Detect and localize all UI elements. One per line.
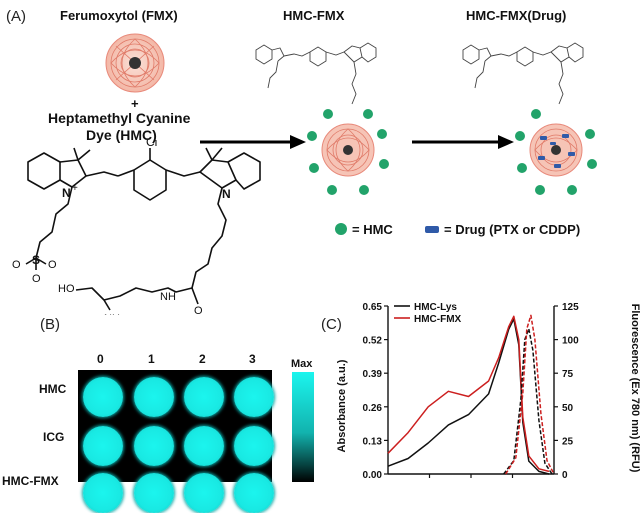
hmc-fmx-title: HMC-FMX — [283, 8, 345, 23]
series-hmc-fmx-fluorescence — [505, 314, 555, 475]
well-hmc-fmx-3 — [234, 473, 274, 513]
hmc-small-structure-2 — [462, 42, 584, 105]
y-tick-label: 0.13 — [363, 436, 383, 447]
well-icg-0 — [83, 426, 123, 466]
amine-label: NH2 — [104, 313, 125, 315]
column-label-0: 0 — [97, 352, 104, 366]
fmx-nanoparticle — [105, 33, 165, 93]
fluorescence-plate — [78, 370, 274, 513]
well-hmc-fmx-1 — [134, 473, 174, 513]
legend-entry: HMC-Lys — [414, 302, 457, 313]
y2-tick-label: 0 — [562, 470, 568, 481]
y-tick-label: 0.26 — [363, 403, 383, 414]
y2-tick-label: 125 — [562, 302, 579, 313]
y2-tick-label: 100 — [562, 336, 579, 347]
hmc-fmx-drug-nanoparticle — [515, 109, 597, 195]
hmc-lys-structure: Cl N + N S O O O O HO NH NH2 — [12, 140, 261, 315]
hmc-fmx-drug-title: HMC-FMX(Drug) — [466, 8, 567, 23]
arrow-right-1 — [200, 135, 306, 149]
oxygen-label-2: O — [48, 259, 57, 271]
arrow-right-2 — [412, 135, 514, 149]
nitrogen-plus-label: N — [62, 186, 71, 200]
fmx-core — [129, 57, 141, 69]
series-hmc-lys-fluorescence — [503, 328, 553, 475]
series-hmc-lys-absorbance — [387, 318, 550, 475]
y-tick-label: 0.52 — [363, 336, 383, 347]
legend-hmc-label: = HMC — [352, 222, 393, 237]
y-tick-label: 0.65 — [363, 302, 383, 313]
series-hmc-fmx-absorbance — [387, 315, 550, 473]
y-tick-label: 0.00 — [363, 470, 383, 481]
oxygen-label-4: O — [194, 305, 203, 315]
chart-axes: 0.00 0 0.13 25 0.26 50 0.39 75 0.52 100 0.65 125 — [363, 302, 580, 481]
hmc-dots — [307, 109, 389, 195]
hmc-small-structure-1 — [255, 42, 377, 105]
row-label-hmc-fmx: HMC-FMX — [2, 474, 59, 488]
y2-tick-label: 25 — [562, 436, 574, 447]
y2-tick-label: 75 — [562, 369, 574, 380]
well-hmc-3 — [234, 377, 274, 417]
amide-nh-label: NH — [160, 291, 176, 303]
well-icg-2 — [184, 426, 224, 466]
legend-hmc-swatch — [335, 223, 347, 235]
row-label-icg: ICG — [43, 430, 65, 444]
dye-name-line1: Heptamethyl Cyanine — [48, 110, 191, 126]
well-hmc-1 — [134, 377, 174, 417]
spectra-chart: 0.00 0 0.13 25 0.26 50 0.39 75 0.52 100 0.65 125 HM… — [336, 302, 641, 481]
panel-a-label: (A) — [6, 8, 26, 25]
well-icg-1 — [134, 426, 174, 466]
panel-b-label: (B) — [40, 316, 60, 333]
column-label-1: 1 — [148, 352, 155, 366]
color-scale-max-label: Max — [291, 358, 313, 370]
chart-series — [387, 314, 555, 475]
sulfur-label: S — [32, 253, 40, 267]
y-tick-label: 0.39 — [363, 369, 383, 380]
well-icg-3 — [234, 426, 274, 466]
oxygen-label-1: O — [12, 259, 21, 271]
legend-drug-swatch — [425, 226, 439, 233]
column-label-2: 2 — [199, 352, 206, 366]
dye-name-line2: Dye (HMC) — [86, 127, 157, 143]
drug-marks — [538, 134, 575, 168]
hmc-fmx-nanoparticle — [307, 109, 389, 195]
plus-charge-label: + — [72, 183, 78, 194]
column-label-3: 3 — [249, 352, 256, 366]
y-axis-label: Absorbance (a.u.) — [336, 359, 348, 452]
well-hmc-fmx-0 — [83, 473, 123, 513]
nitrogen-label: N — [222, 187, 231, 201]
y2-tick-label: 50 — [562, 403, 574, 414]
row-label-hmc: HMC — [39, 382, 67, 396]
oxygen-label-3: O — [32, 273, 41, 285]
well-hmc-0 — [83, 377, 123, 417]
plus-sign: + — [131, 96, 139, 111]
chloro-label: Cl — [146, 140, 157, 149]
fmx-title: Ferumoxytol (FMX) — [60, 8, 178, 23]
panel-c-label: (C) — [321, 316, 342, 333]
legend-entry: HMC-FMX — [414, 314, 462, 325]
color-scale-bar — [292, 372, 314, 482]
hydroxyl-label: HO — [58, 283, 75, 295]
well-hmc-fmx-2 — [184, 473, 224, 513]
legend-drug-label: = Drug (PTX or CDDP) — [444, 222, 581, 237]
well-hmc-2 — [184, 377, 224, 417]
y2-axis-label: Fluorescence (Ex 780 nm) (RFU) — [629, 304, 641, 473]
